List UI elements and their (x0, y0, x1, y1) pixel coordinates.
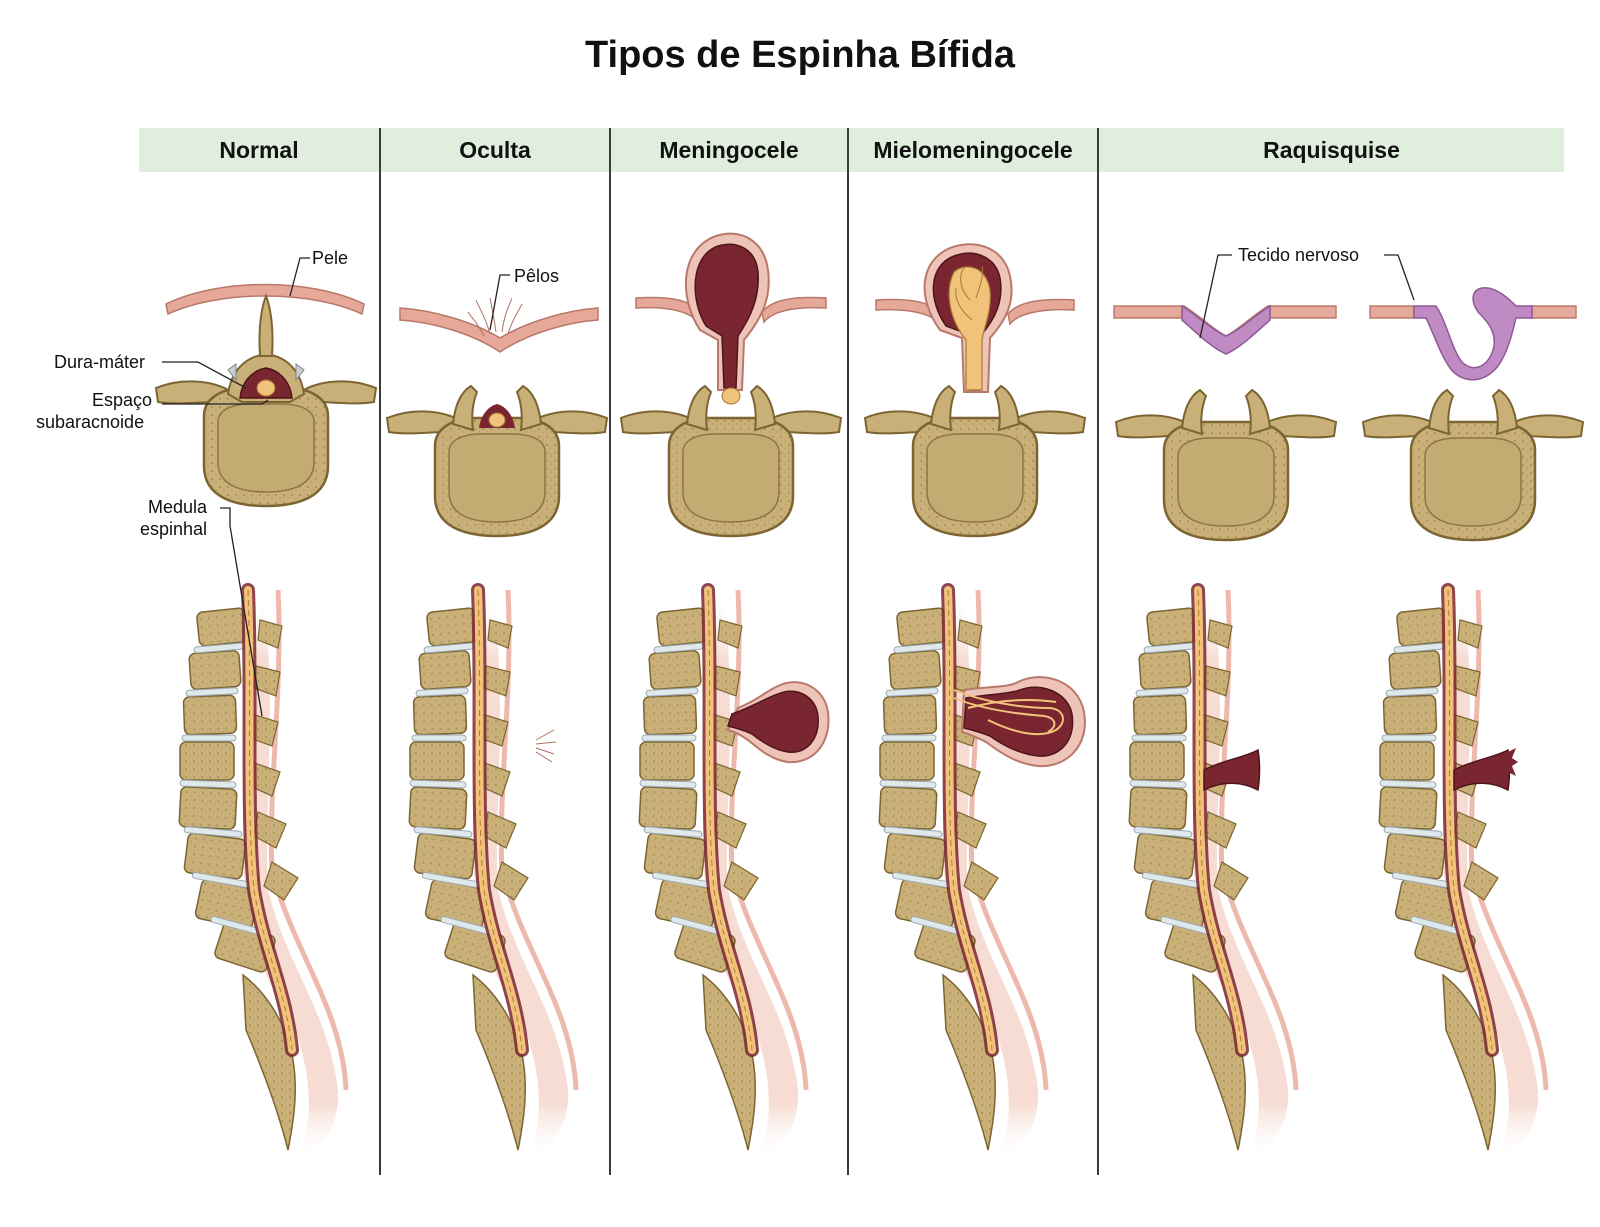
sagittal-oculta (409, 590, 576, 1160)
cross-section-raquisquise-a (1113, 304, 1338, 542)
column-header-raquisquise: Raquisquise (1099, 128, 1564, 172)
cross-section-meningocele (619, 232, 843, 538)
cross-section-oculta (385, 297, 609, 538)
cross-section-normal (154, 283, 378, 508)
column-divider (379, 128, 381, 1175)
sagittal-meningocele (639, 590, 830, 1160)
cross-section-mielomeningocele (863, 243, 1087, 538)
sagittal-raquisquise-b (1379, 590, 1546, 1160)
label-dura-mater: Dura-máter (54, 352, 146, 372)
label-subarachnoid-line2: subaracnoide (36, 412, 145, 432)
label-spinal-cord-line2: espinhal (140, 519, 208, 539)
column-header-oculta: Oculta (381, 128, 609, 172)
column-header-mielomeningocele: Mielomeningocele (849, 128, 1097, 172)
column-divider (1097, 128, 1099, 1175)
sagittal-mielomeningocele (879, 590, 1086, 1160)
sagittal-normal (179, 590, 346, 1160)
leader-lines (162, 254, 1415, 717)
label-nerve-tissue: Tecido nervoso (1238, 245, 1360, 265)
column-header-meningocele: Meningocele (611, 128, 847, 172)
sagittal-raquisquise-a (1129, 590, 1296, 1160)
label-hair: Pêlos (514, 266, 560, 286)
label-subarachnoid-line1: Espaço (92, 390, 153, 410)
column-divider (609, 128, 611, 1175)
page-title: Tipos de Espinha Bífida (584, 34, 1016, 76)
column-divider (847, 128, 849, 1175)
column-header-normal: Normal (139, 128, 379, 172)
cross-section-raquisquise-b (1361, 287, 1585, 542)
label-skin: Pele (312, 248, 349, 268)
label-spinal-cord-line1: Medula (148, 497, 208, 517)
column-header-band: Normal Oculta Meningocele Mielomeningoce… (139, 128, 1564, 172)
